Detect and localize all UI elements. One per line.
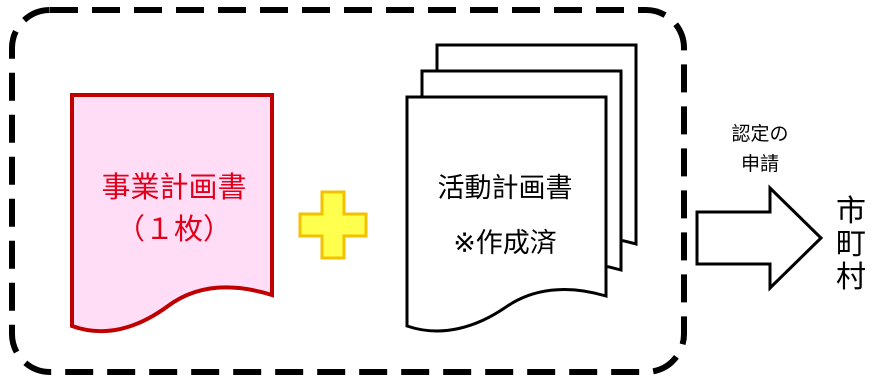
activity-plan-sheet-front bbox=[405, 95, 608, 333]
business-plan-page-count: （１枚） bbox=[116, 212, 232, 246]
application-label-line1: 認定の bbox=[731, 123, 788, 145]
application-label-line2: 申請 bbox=[741, 153, 779, 175]
submission-group-border bbox=[9, 7, 687, 375]
business-plan-document bbox=[70, 93, 274, 334]
activity-plan-status: ※作成済 bbox=[453, 228, 557, 259]
destination-char-2: 町 bbox=[836, 227, 866, 262]
business-plan-title: 事業計画書 bbox=[101, 170, 246, 204]
destination-char-3: 村 bbox=[836, 260, 866, 295]
activity-plan-title: 活動計画書 bbox=[438, 173, 573, 204]
right-arrow-icon bbox=[695, 184, 824, 292]
destination-char-1: 市 bbox=[836, 194, 866, 229]
plus-icon bbox=[298, 190, 368, 260]
